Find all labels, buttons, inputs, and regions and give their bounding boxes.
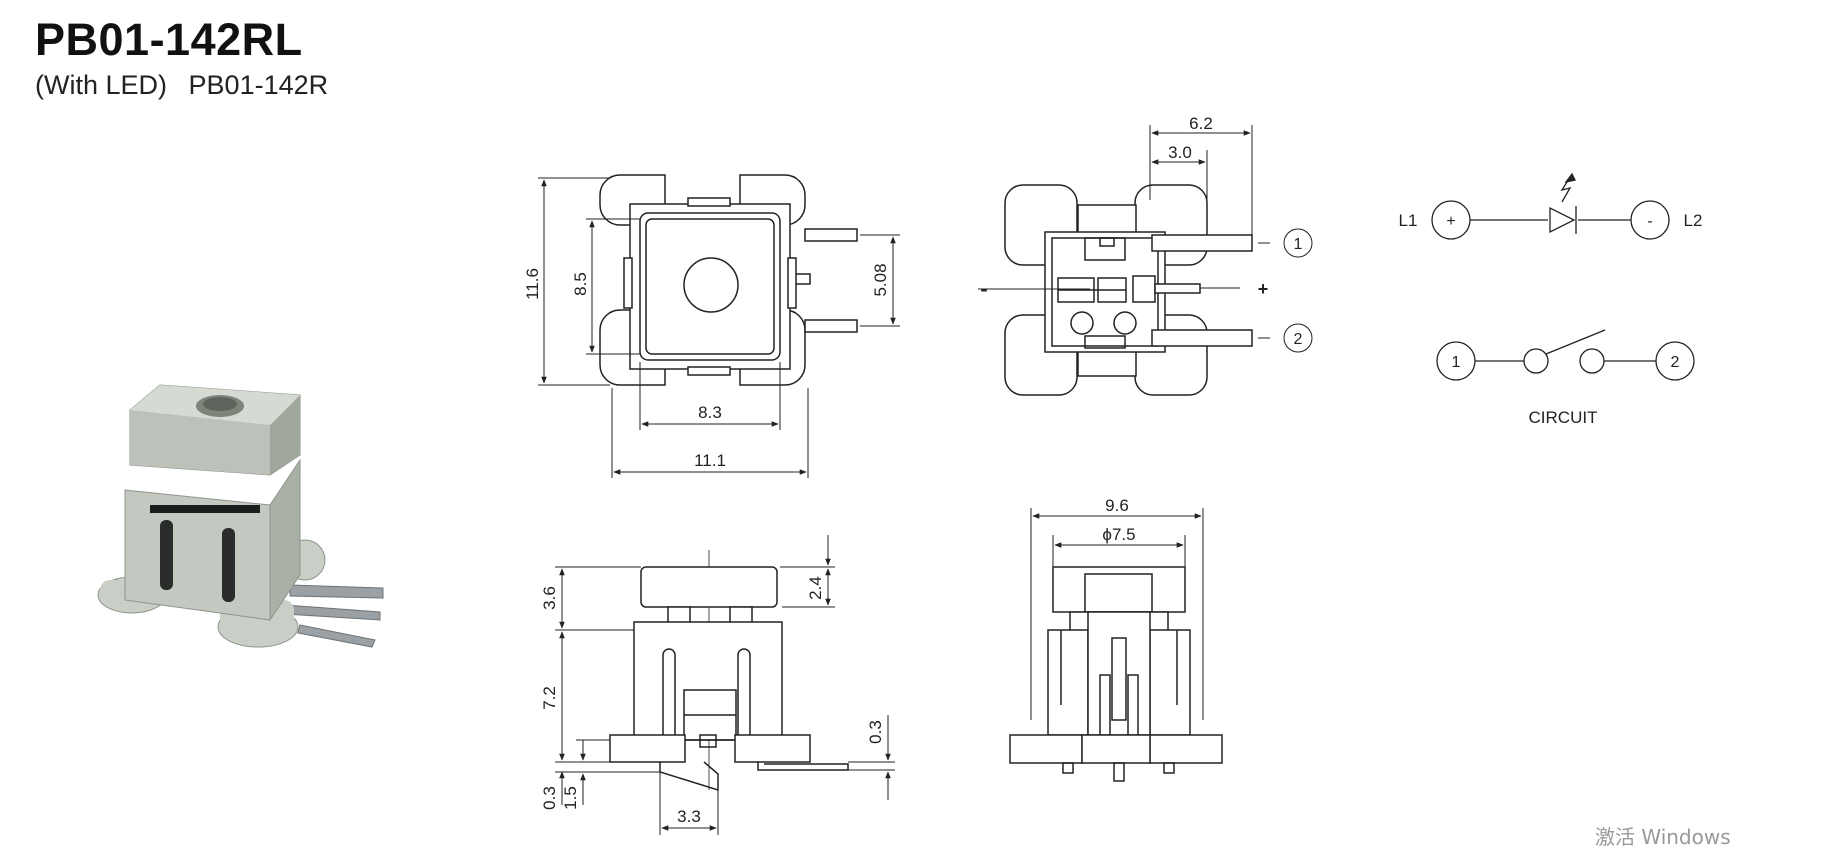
page-subtitle: (With LED) PB01-142R — [35, 70, 342, 101]
dim-back-pin-offset-total: 6.2 — [1189, 114, 1213, 133]
top-view-dimensions — [538, 177, 900, 478]
windows-activation-watermark: 激活 Windows — [1595, 825, 1731, 849]
led-plus-symbol: + — [1446, 213, 1455, 230]
side-view-drawing — [609, 550, 849, 792]
circuit-caption: CIRCUIT — [1529, 408, 1598, 427]
dim-top-width-inner: 8.3 — [698, 403, 722, 422]
dim-side-pin-offset: 0.3 — [540, 786, 559, 810]
top-view-drawing — [599, 174, 858, 386]
led-circuit — [1431, 172, 1670, 240]
switch-right-node: 2 — [1671, 354, 1680, 371]
front-view-dimensions — [1030, 508, 1204, 720]
dim-side-body-height: 7.2 — [540, 686, 559, 710]
back-pin-label-1: 1 — [1294, 236, 1303, 253]
dim-side-pin-spacing: 3.3 — [677, 807, 701, 826]
dim-top-width-outer: 11.1 — [694, 451, 726, 470]
dim-front-width: 9.6 — [1105, 496, 1129, 515]
dim-top-pin-pitch: 5.08 — [871, 263, 890, 296]
product-photo — [97, 384, 384, 648]
dim-front-diameter: ϕ7.5 — [1102, 525, 1135, 544]
side-view-dimensions — [555, 535, 895, 835]
dim-side-cap-inner: 2.4 — [806, 576, 825, 600]
dim-back-pin-offset-inner: 3.0 — [1168, 143, 1192, 162]
led-left-label: L1 — [1399, 211, 1418, 230]
subtitle-prefix: (With LED) — [35, 70, 168, 100]
led-minus-symbol: - — [1647, 213, 1652, 230]
dim-side-pin-length: 1.5 — [561, 786, 580, 810]
dim-top-height-inner: 8.5 — [571, 272, 590, 296]
switch-left-node: 1 — [1452, 354, 1461, 371]
dim-side-pin-step: 0.3 — [866, 720, 885, 744]
dim-side-cap-height: 3.6 — [540, 586, 559, 610]
back-view-dimensions — [978, 125, 1313, 353]
back-view-drawing — [1004, 184, 1253, 396]
led-right-label: L2 — [1684, 211, 1703, 230]
dim-top-height-outer: 11.6 — [523, 268, 542, 300]
switch-circuit — [1436, 329, 1695, 381]
subtitle-part: PB01-142R — [188, 70, 329, 100]
back-polarity-minus: - — [980, 276, 987, 301]
back-pin-label-2: 2 — [1294, 331, 1303, 348]
front-view-drawing — [1009, 566, 1223, 782]
page-title: PB01-142RL — [35, 14, 303, 65]
back-polarity-plus: + — [1258, 279, 1269, 299]
